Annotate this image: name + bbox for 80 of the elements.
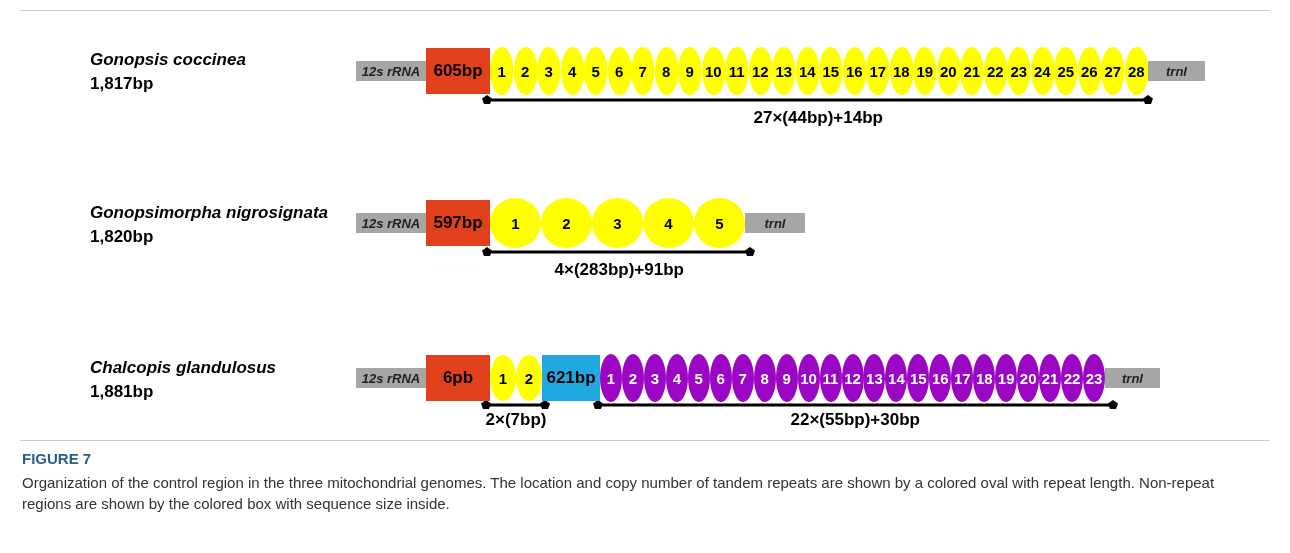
repeat-oval: 24 [1030,47,1054,95]
repeat-oval: 19 [995,354,1018,402]
gene-bar: trnl [1105,368,1160,388]
figure-number: FIGURE 7 [22,450,92,467]
repeat-oval: 1 [490,355,516,401]
species-name: Gonopsimorpha nigrosignata [90,203,328,223]
gene-bar: trnl [745,213,805,233]
repeat-oval: 10 [797,354,820,402]
non-repeat-box: 605bp [426,48,490,94]
repeat-oval: 2 [516,355,542,401]
repeat-oval: 27 [1101,47,1125,95]
repeat-oval: 23 [1083,354,1105,402]
repeat-oval: 11 [819,354,842,402]
repeat-oval: 3 [537,47,561,95]
repeat-oval: 10 [701,47,725,95]
repeat-oval: 9 [775,354,798,402]
gene-bar: 12s rRNA [356,61,426,81]
species-name: Chalcopis glandulosus [90,358,277,378]
repeat-oval: 2 [513,47,537,95]
repeat-oval: 17 [866,47,890,95]
repeat-oval: 8 [654,47,678,95]
repeat-oval: 16 [842,47,866,95]
repeat-oval: 3 [592,198,643,248]
repeat-oval: 16 [929,354,952,402]
repeat-oval: 9 [678,47,702,95]
repeat-formula: 2×(7bp) [485,410,547,430]
genome-size: 1,881bp [90,382,154,402]
repeat-oval: 17 [951,354,974,402]
repeat-oval: 20 [936,47,960,95]
repeat-oval: 14 [885,354,908,402]
gene-bar: trnl [1148,61,1205,81]
genome-size: 1,817bp [90,74,154,94]
genome-size: 1,820bp [90,227,154,247]
repeat-oval: 12 [748,47,772,95]
repeat-oval: 20 [1017,354,1040,402]
repeat-oval: 18 [889,47,913,95]
repeat-oval: 5 [584,47,608,95]
repeat-oval: 22 [1061,354,1084,402]
repeat-oval: 5 [687,354,710,402]
repeat-oval: 6 [607,47,631,95]
gene-bar: 12s rRNA [356,213,426,233]
repeat-oval: 21 [960,47,984,95]
repeat-oval: 3 [643,354,666,402]
repeat-oval: 6 [709,354,732,402]
gene-bar: 12s rRNA [356,368,426,388]
repeat-oval: 28 [1124,47,1148,95]
repeat-oval: 4 [665,354,688,402]
repeat-oval: 19 [913,47,937,95]
repeat-formula: 22×(55bp)+30bp [790,410,920,430]
non-repeat-box: 621bp [542,355,600,401]
repeat-oval: 13 [772,47,796,95]
repeat-oval: 4 [643,198,694,248]
repeat-oval: 8 [753,354,776,402]
repeat-oval: 1 [600,354,622,402]
repeat-oval: 18 [973,354,996,402]
repeat-oval: 5 [694,198,745,248]
repeat-oval: 7 [631,47,655,95]
repeat-oval: 14 [795,47,819,95]
repeat-oval: 25 [1054,47,1078,95]
repeat-oval: 15 [819,47,843,95]
repeat-formula: 4×(283bp)+91bp [554,260,684,280]
repeat-oval: 13 [863,354,886,402]
repeat-oval: 7 [731,354,754,402]
non-repeat-box: 597bp [426,200,490,246]
repeat-oval: 2 [621,354,644,402]
repeat-oval: 12 [841,354,864,402]
repeat-oval: 1 [490,198,541,248]
repeat-oval: 21 [1039,354,1062,402]
repeat-oval: 11 [725,47,749,95]
repeat-oval: 2 [541,198,592,248]
repeat-formula: 27×(44bp)+14bp [753,108,883,128]
repeat-oval: 26 [1077,47,1101,95]
repeat-oval: 15 [907,354,930,402]
repeat-oval: 1 [490,47,514,95]
repeat-oval: 4 [560,47,584,95]
figure-caption: Organization of the control region in the three mitochondrial genomes. The location and copy number of tandem repeats are shown by a colored oval with repeat length. Non-repeat regions are shown by the colored box with sequence size inside. [22,473,1216,514]
repeat-oval: 22 [983,47,1007,95]
species-name: Gonopsis coccinea [90,50,246,70]
non-repeat-box: 6pb [426,355,490,401]
repeat-oval: 23 [1007,47,1031,95]
